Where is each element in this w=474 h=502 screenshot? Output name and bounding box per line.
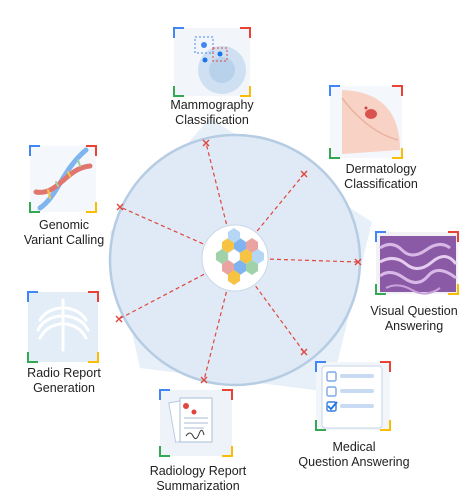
label-radio-report-generation-line2: Generation <box>33 381 95 395</box>
marker-vqa <box>354 258 362 266</box>
task-card-radiology-summarization <box>159 389 233 457</box>
spoke-medical-qa <box>234 257 305 353</box>
label-genomic-line1: Genomic <box>38 218 90 232</box>
label-dermatology-line2: Classification <box>344 177 418 191</box>
edge-markers <box>115 139 362 384</box>
checklist-clipboard-icon <box>321 365 383 429</box>
mammography-scan-icon <box>194 36 246 94</box>
label-vqa: Visual Question Answering <box>356 304 472 334</box>
task-card-vqa <box>375 231 459 295</box>
pathology-tissue-icon <box>379 236 458 295</box>
task-card-mammography <box>173 27 251 97</box>
label-radio-report-generation-line1: Radio Report <box>27 366 101 380</box>
task-card-radio-report-generation <box>27 291 99 363</box>
marker-genomic <box>116 203 124 211</box>
label-radio-report-generation: Radio Report Generation <box>8 366 120 396</box>
label-medical-qa-line2: Question Answering <box>298 455 410 469</box>
label-mammography-line2: Classification <box>175 113 249 127</box>
central-hub <box>201 224 269 292</box>
report-document-icon <box>168 397 213 443</box>
task-card-dermatology <box>329 85 403 159</box>
label-radiology-summarization: Radiology Report Summarization <box>130 464 266 494</box>
hexagon-cluster-icon <box>216 228 264 285</box>
label-dermatology: Dermatology Classification <box>316 162 446 192</box>
marker-radiology <box>200 376 208 384</box>
marker-dermatology <box>300 170 308 178</box>
marker-medical-qa <box>300 348 308 356</box>
dna-helix-icon <box>33 147 93 211</box>
label-genomic-line2: Variant Calling <box>23 233 105 247</box>
marker-mammography <box>202 139 210 147</box>
label-dermatology-line1: Dermatology <box>345 162 417 176</box>
task-card-medical-qa <box>315 361 391 431</box>
task-card-genomic <box>29 145 97 213</box>
label-genomic: Genomic Variant Calling <box>6 218 122 248</box>
marker-radio-gen <box>115 315 123 323</box>
label-vqa-line2: Answering <box>384 319 444 333</box>
spoke-mammography <box>205 142 236 259</box>
label-mammography: Mammography Classification <box>132 98 292 128</box>
skin-lesion-icon <box>341 90 400 154</box>
label-medical-qa: Medical Question Answering <box>284 440 424 470</box>
label-vqa-line1: Visual Question <box>370 304 458 318</box>
label-mammography-line1: Mammography <box>170 98 254 112</box>
label-radiology-summarization-line1: Radiology Report <box>149 464 247 478</box>
label-medical-qa-line1: Medical <box>332 440 376 454</box>
label-radiology-summarization-line2: Summarization <box>156 479 240 493</box>
chest-xray-icon <box>36 298 90 352</box>
